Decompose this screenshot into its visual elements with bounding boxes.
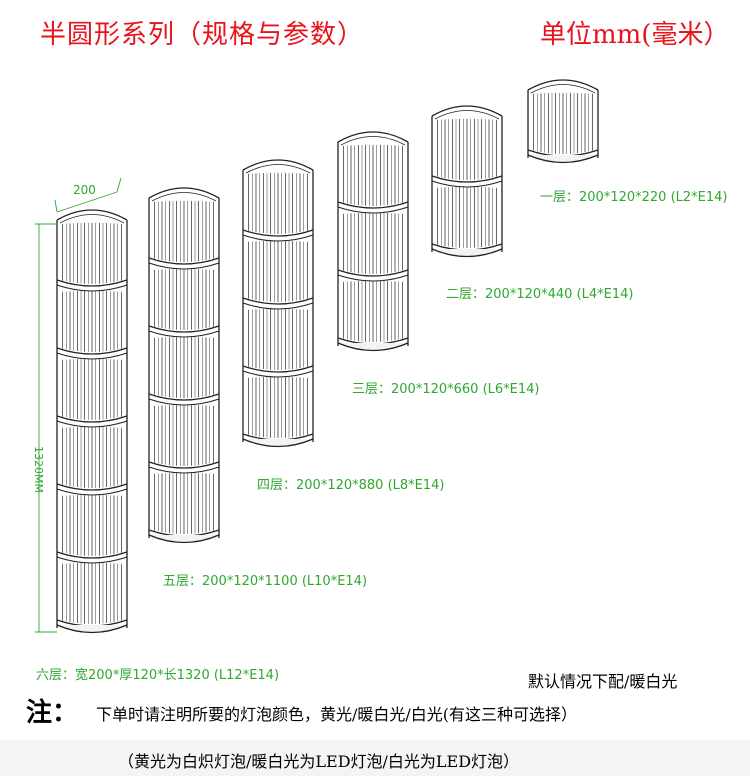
lamp-4-tier bbox=[242, 159, 314, 448]
spec-label-6-tier: 六层：宽200*厚120*长1320 (L12*E14) bbox=[36, 668, 280, 683]
spec-label-1-tier: 一层：200*120*220 (L2*E14) bbox=[540, 190, 728, 205]
lamp-tier bbox=[337, 280, 409, 350]
spec-label-5-tier: 五层：200*120*1100 (L10*E14) bbox=[163, 574, 368, 589]
lamp-diagram: 200 1320MM bbox=[32, 79, 599, 634]
lamp-tier bbox=[56, 358, 128, 428]
note-label: 注： bbox=[26, 698, 79, 728]
lamp-5-tier bbox=[148, 187, 220, 544]
unit-label: 单位mm(毫米） bbox=[540, 20, 730, 50]
lamp-tier bbox=[337, 144, 409, 214]
lamp-tier bbox=[337, 212, 409, 282]
lamp-tier bbox=[431, 186, 503, 256]
height-dimension-label: 1320MM bbox=[32, 446, 45, 493]
lamp-1-tier bbox=[527, 79, 599, 164]
note-text: 下单时请注明所要的灯泡颜色，黄光/暖白光/白光(有这三种可选择） bbox=[96, 705, 578, 724]
lamp-tier bbox=[148, 472, 220, 542]
lamp-tier bbox=[148, 268, 220, 338]
lamp-3-tier bbox=[337, 131, 409, 352]
dimension-lines: 200 1320MM bbox=[32, 177, 122, 633]
page-title: 半圆形系列（规格与参数） bbox=[40, 20, 365, 50]
lamp-tier bbox=[56, 562, 128, 632]
bottom-band bbox=[0, 740, 750, 776]
lamp-tier bbox=[56, 426, 128, 496]
lamp-tier bbox=[148, 336, 220, 406]
lamp-tier bbox=[242, 308, 314, 378]
width-dimension-label: 200 bbox=[73, 183, 96, 197]
lamp-tier bbox=[148, 404, 220, 474]
lamp-tier bbox=[242, 240, 314, 310]
lamp-tier bbox=[431, 118, 503, 188]
lamp-2-tier bbox=[431, 105, 503, 258]
lamp-tier bbox=[56, 222, 128, 292]
default-config-note: 默认情况下配/暖白光 bbox=[528, 672, 678, 691]
lamp-tier bbox=[56, 290, 128, 360]
lamp-tier bbox=[148, 200, 220, 270]
bulb-type-note: （黄光为白炽灯泡/暖白光为LED灯泡/白光为LED灯泡） bbox=[118, 752, 520, 771]
spec-label-4-tier: 四层：200*120*880 (L8*E14) bbox=[257, 478, 445, 493]
lamp-tier bbox=[56, 494, 128, 564]
lamp-tier bbox=[242, 376, 314, 446]
spec-label-2-tier: 二层：200*120*440 (L4*E14) bbox=[446, 287, 634, 302]
spec-label-3-tier: 三层：200*120*660 (L6*E14) bbox=[352, 382, 540, 397]
lamp-6-tier bbox=[56, 209, 128, 634]
lamp-tier bbox=[527, 92, 599, 162]
lamp-tier bbox=[242, 172, 314, 242]
